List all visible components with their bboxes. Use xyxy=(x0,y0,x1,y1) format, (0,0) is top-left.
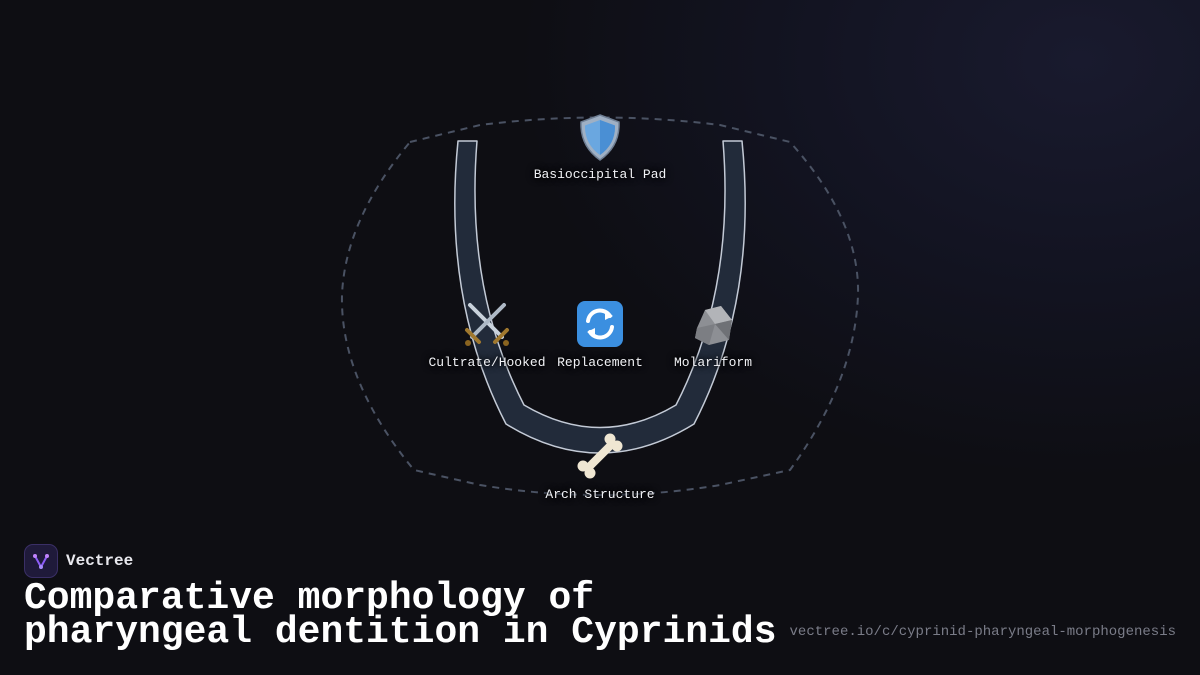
node-label-arch: Arch Structure xyxy=(545,487,655,502)
crossed-swords-icon xyxy=(465,303,509,346)
page-title: Comparative morphology of pharyngeal den… xyxy=(24,577,777,654)
node-label-replacement: Replacement xyxy=(557,355,643,370)
brand: Vectree xyxy=(24,544,133,578)
rock-icon xyxy=(695,306,732,345)
bone-icon xyxy=(577,433,623,479)
shield-icon xyxy=(580,114,620,161)
node-label-cultrate: Cultrate/Hooked xyxy=(428,355,546,370)
pharyngeal-arch xyxy=(454,140,746,454)
vectree-logo-icon xyxy=(24,544,58,578)
node-label-molariform: Molariform xyxy=(673,355,753,370)
cycle-arrows-icon xyxy=(577,301,623,347)
node-label-basioccipital: Basioccipital Pad xyxy=(533,167,667,182)
boundary-outline xyxy=(340,116,860,496)
brand-name: Vectree xyxy=(66,552,134,570)
source-url: vectree.io/c/cyprinid-pharyngeal-morphog… xyxy=(789,624,1176,640)
